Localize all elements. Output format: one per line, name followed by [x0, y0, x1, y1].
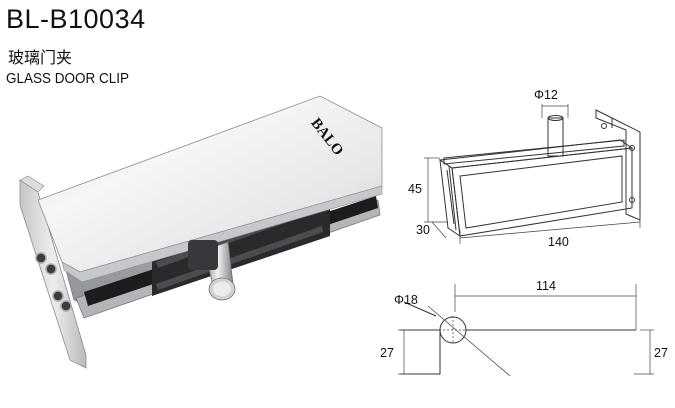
dim-pin-diameter: Φ12 — [534, 88, 558, 102]
pin-top — [547, 115, 564, 121]
mount-hole-icon — [60, 300, 72, 312]
pin-outline — [547, 117, 564, 157]
dim-hole-distance: 114 — [536, 279, 556, 293]
pivot-pin-icon — [188, 240, 236, 301]
flange-hole-icon — [629, 197, 635, 203]
mount-hole-icon — [35, 252, 47, 264]
dim-line — [459, 221, 641, 239]
mount-hole-icon — [45, 263, 57, 275]
dim-line — [431, 221, 447, 239]
outline-edge — [400, 329, 441, 375]
dim-length: 140 — [548, 235, 569, 249]
dim-offset-right: 27 — [654, 346, 668, 360]
gasket-highlight — [156, 226, 323, 290]
body-top-layer — [443, 139, 625, 165]
mount-hole-icon — [52, 290, 64, 302]
clip-photo: BALO — [19, 95, 383, 369]
plan-view-drawing: 114 Φ18 27 27 — [380, 279, 668, 377]
dim-depth: 30 — [416, 223, 430, 237]
gasket-line — [446, 169, 455, 225]
flange-hole-icon — [601, 123, 607, 129]
dim-height: 45 — [408, 182, 422, 196]
wall-mount-plate-edge — [19, 175, 45, 193]
dim-hole-diameter: Φ18 — [394, 293, 418, 307]
outline-edge — [403, 301, 437, 317]
flange-hole-icon — [629, 145, 635, 151]
dim-line — [427, 305, 511, 377]
body-front — [451, 147, 633, 237]
product-name-chinese: 玻璃门夹 — [8, 48, 73, 67]
wall-flange — [595, 109, 641, 221]
gasket-line — [448, 165, 457, 231]
clip-top-plate-edge — [61, 185, 383, 283]
model-code-title: BL-B10034 — [6, 4, 146, 34]
product-name-english: GLASS DOOR CLIP — [6, 70, 130, 87]
body-front-inner — [459, 155, 623, 229]
body-top-edge — [438, 139, 634, 169]
side-view-drawing: Φ12 45 30 140 — [408, 88, 641, 249]
dim-offset-left: 27 — [380, 346, 394, 360]
